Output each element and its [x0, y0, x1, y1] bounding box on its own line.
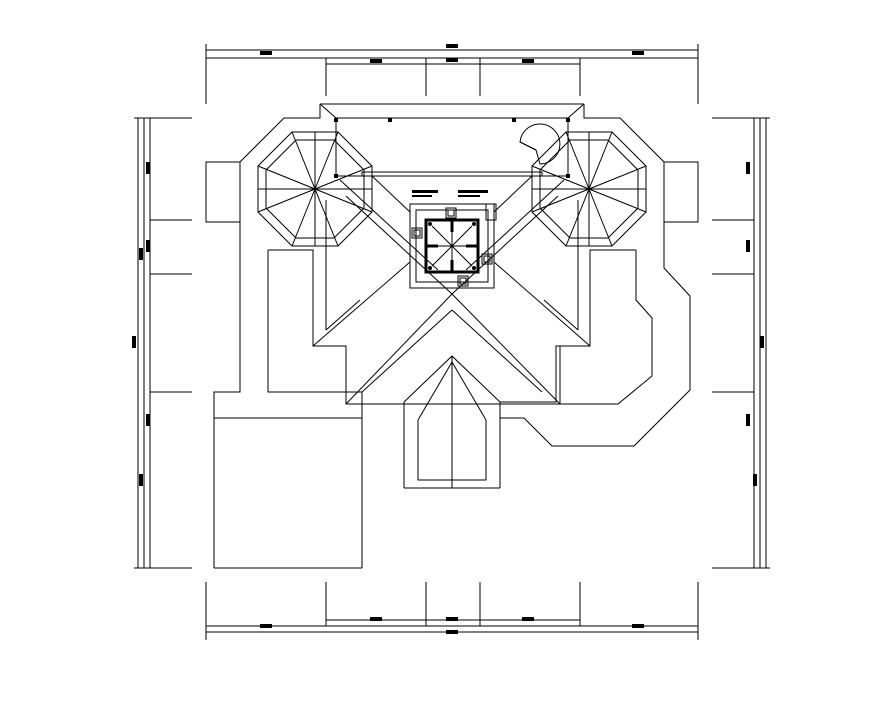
left-dimension-chain: [132, 117, 192, 569]
building-outline: [213, 103, 691, 447]
central-cupola: [409, 190, 497, 289]
left-octagon-tower: [257, 131, 373, 247]
side-bays: [205, 161, 699, 223]
entry-porch: [403, 355, 501, 489]
bottom-dimension-chain: [205, 582, 699, 640]
right-dimension-chain: [712, 117, 770, 569]
inner-eave-lines: [213, 200, 653, 569]
spiral-stair-icon: [519, 123, 561, 165]
right-octagon-tower: [531, 131, 647, 247]
top-dimension-chain: [205, 44, 699, 104]
marker-posts: [334, 118, 570, 178]
